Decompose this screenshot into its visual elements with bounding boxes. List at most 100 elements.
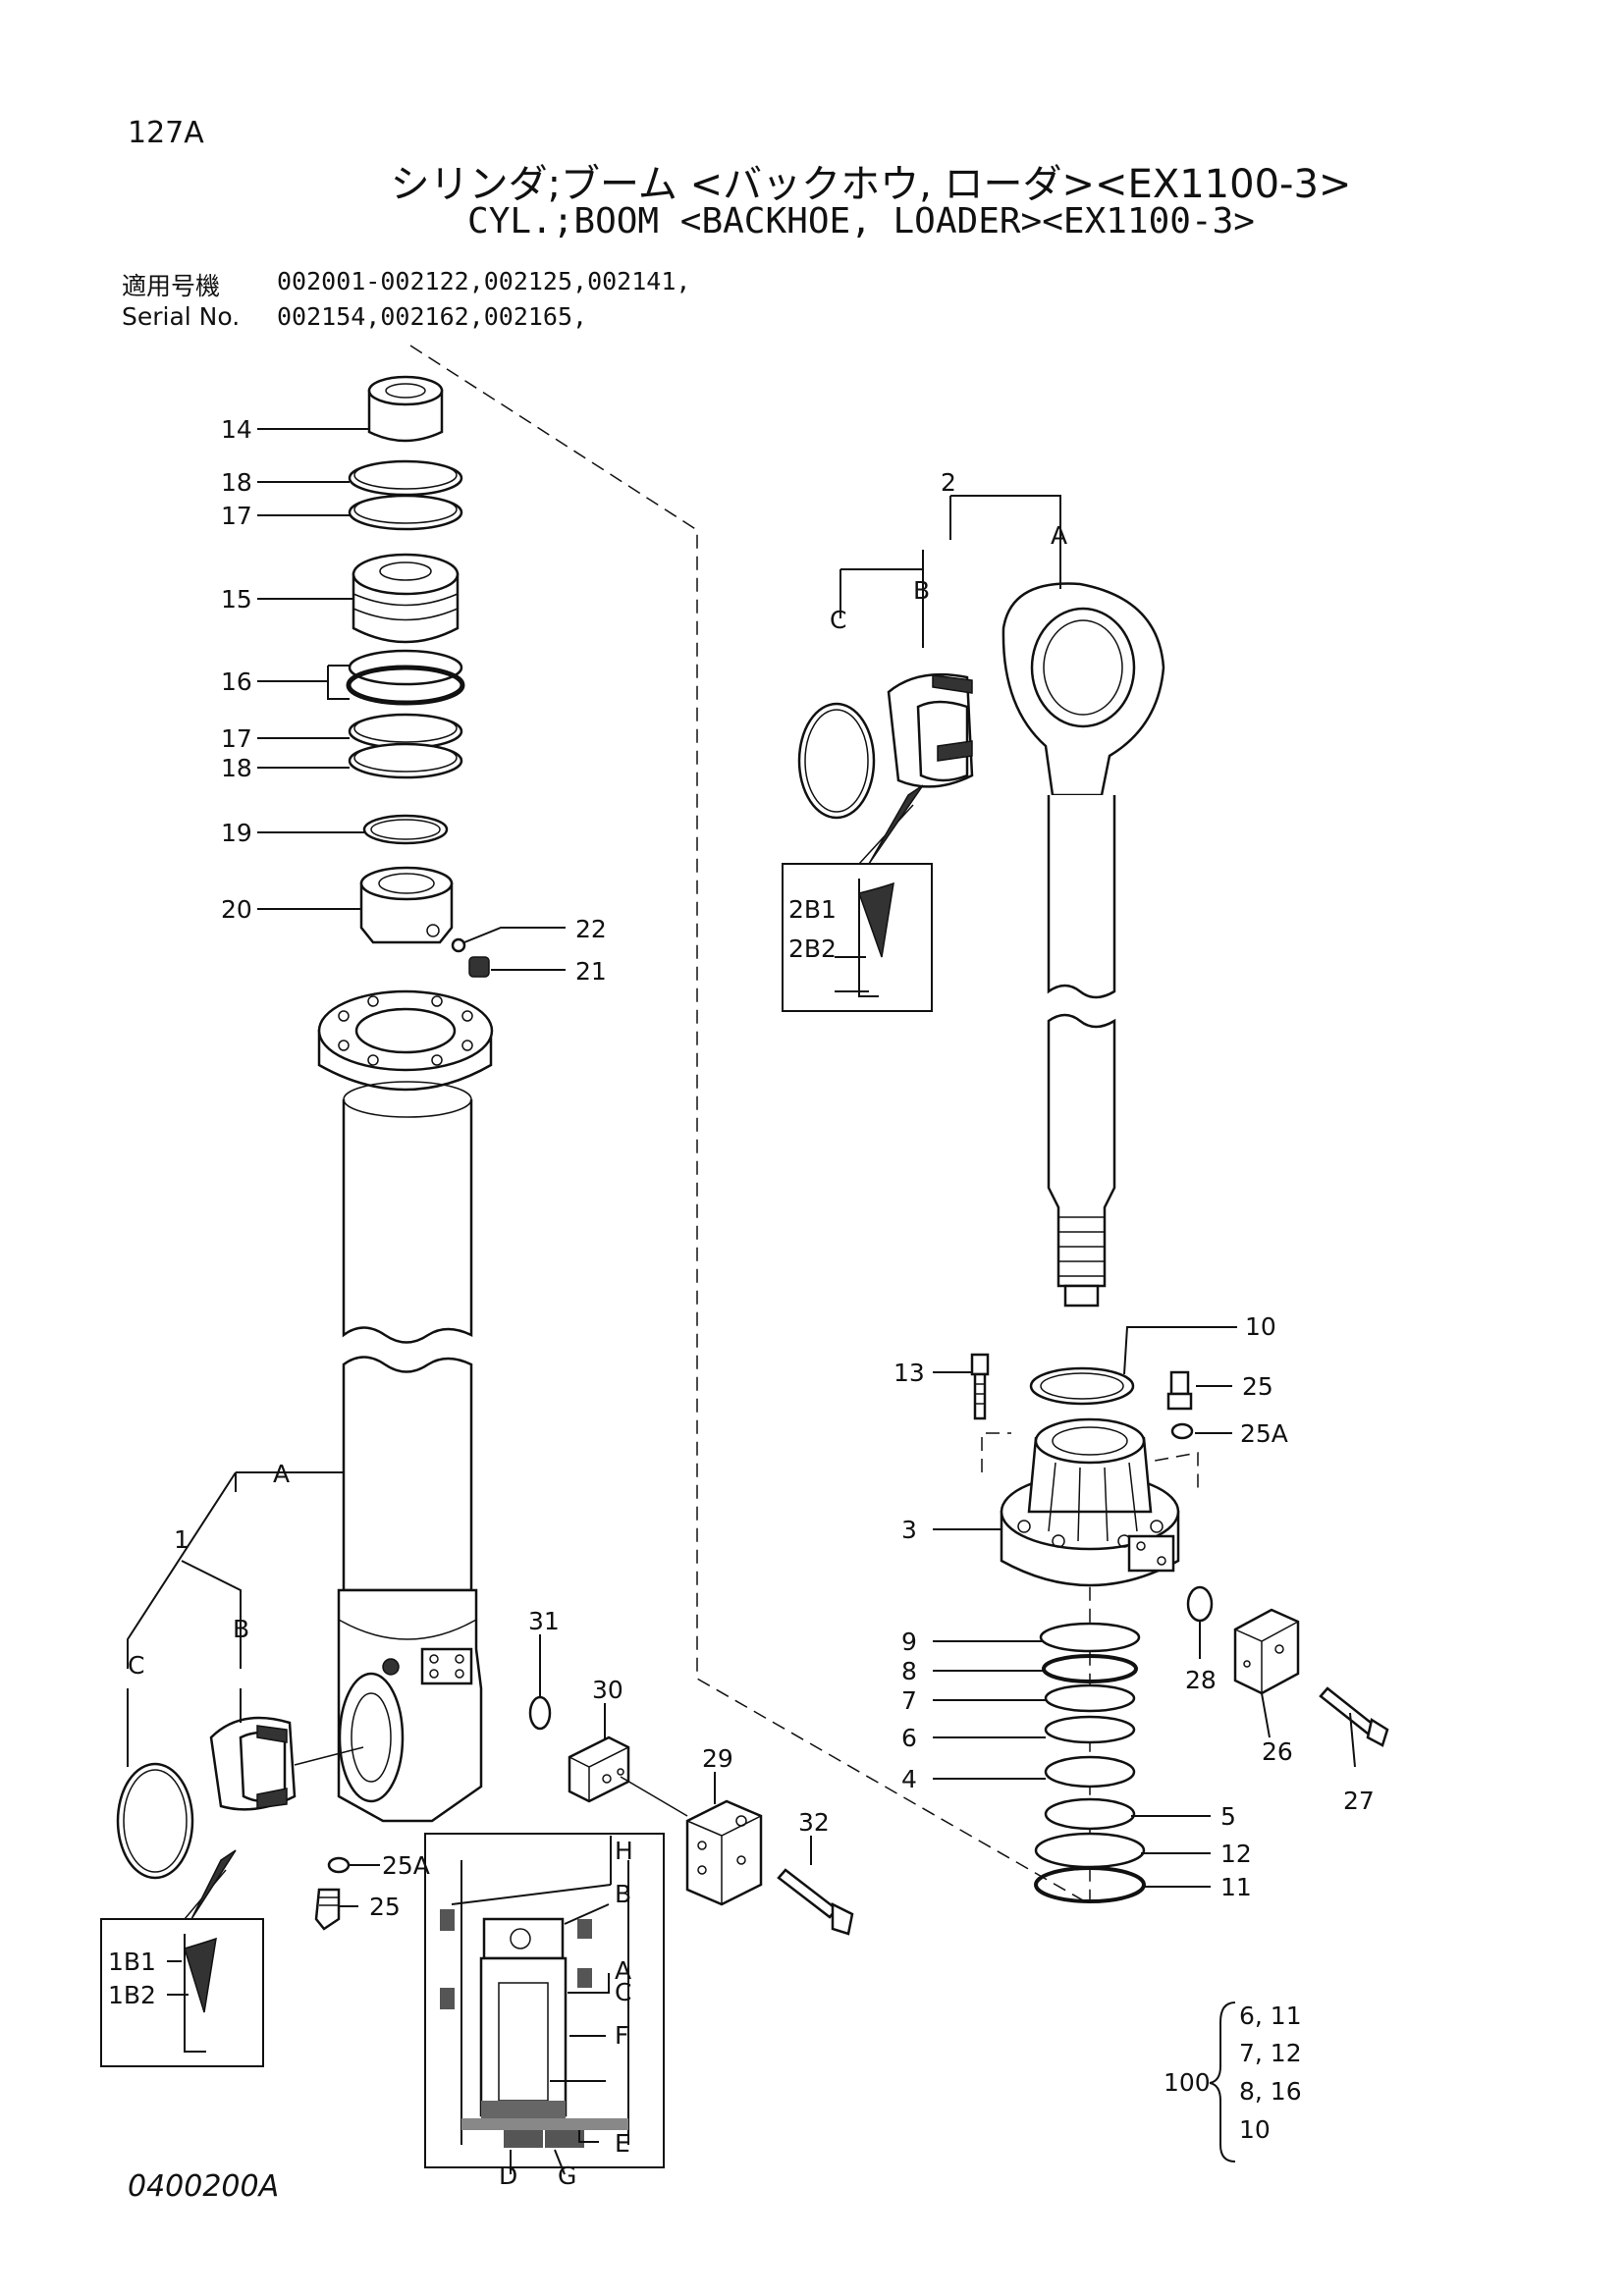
part-19-washer [362, 814, 449, 845]
part-28-oring [1186, 1585, 1214, 1623]
callout-1C: C [128, 1651, 144, 1680]
part-1B-spherical-bushing [209, 1716, 364, 1811]
part-2A-piston-rod-eye [1001, 582, 1165, 797]
part-2B-spherical-bushing [887, 672, 974, 788]
callout-1B2: 1B2 [108, 1981, 156, 2009]
callout-2: 2 [941, 468, 956, 497]
callout-2A: A [1051, 521, 1067, 550]
piston-rod-upper [1047, 795, 1116, 999]
leader-lines [127, 428, 1356, 2175]
callout-7: 7 [901, 1686, 917, 1715]
title-english: CYL.;BOOM <BACKHOE, LOADER><EX1100-3> [467, 201, 1255, 241]
callout-22: 22 [575, 915, 607, 943]
cylinder-tube-lower [342, 1356, 473, 1592]
callout-16: 16 [221, 667, 252, 696]
part-26-block [1233, 1608, 1300, 1695]
callout-2B2: 2B2 [788, 934, 837, 963]
callout-labels: 14 18 17 15 16 17 18 19 20 22 21 2 A B C… [108, 415, 1375, 2190]
callout-25-right: 25 [1242, 1372, 1273, 1401]
part-25-fitting-right [1166, 1370, 1193, 1411]
callout-1: 1 [174, 1525, 189, 1554]
callout-20: 20 [221, 895, 252, 924]
detail-label-B: B [615, 1880, 631, 1908]
callout-13: 13 [893, 1359, 925, 1387]
callout-9: 9 [901, 1628, 917, 1656]
part-10-ring [1029, 1366, 1135, 1406]
callout-25-left: 25 [369, 1893, 401, 1921]
title-japanese: シリンダ;ブーム <バックホウ, ローダ><EX1100-3> [390, 162, 1352, 207]
callout-18-top: 18 [221, 468, 252, 497]
part-18-ring-top [348, 459, 463, 497]
part-22-ball [451, 937, 466, 953]
serial-label-english: Serial No. [122, 302, 241, 331]
detail-2B-callout-box [782, 784, 933, 1012]
seal-kit-row-3: 8, 16 [1239, 2077, 1302, 2106]
piston-rod-lower [1047, 1013, 1116, 1308]
part-25A-oring-right [1170, 1422, 1194, 1440]
part-13-bolt [970, 1353, 990, 1420]
part-17-ring-top [348, 494, 463, 531]
seal-kit-row-1: 6, 11 [1239, 2002, 1302, 2030]
part-15-piston-drawing [352, 553, 460, 644]
assembly-guide-line [409, 345, 1199, 1906]
seal-kit-group: 100 6, 11 7, 12 8, 16 10 [1164, 2002, 1302, 2163]
serial-label-japanese: 適用号機 [122, 272, 221, 300]
callout-4: 4 [901, 1765, 917, 1793]
part-14-bushing-drawing [367, 375, 444, 443]
part-29-valve-block [685, 1799, 763, 1906]
callout-28: 28 [1185, 1666, 1217, 1694]
part-25-fitting-left [314, 1888, 341, 1931]
callout-30: 30 [592, 1676, 623, 1704]
callout-18-bottom: 18 [221, 754, 252, 782]
part-3-rod-cover [1000, 1417, 1180, 1587]
callout-14: 14 [221, 415, 252, 444]
part-16-seal-ring [346, 649, 465, 706]
callout-32: 32 [798, 1808, 830, 1837]
detail-label-G: G [558, 2162, 576, 2190]
cylinder-tube-upper [342, 1081, 473, 1344]
callout-2C: C [830, 606, 846, 634]
callout-17-top: 17 [221, 502, 252, 530]
part-25A-oring-left [327, 1856, 351, 1874]
part-20-nut-drawing [359, 866, 454, 944]
detail-label-A: A [615, 1956, 631, 1985]
callout-8: 8 [901, 1657, 917, 1685]
rod-cover-seal-stack [1034, 1622, 1146, 1903]
callout-25A-left: 25A [382, 1851, 430, 1880]
detail-label-H: H [615, 1837, 633, 1865]
part-31-oring [528, 1695, 552, 1731]
serial-numbers-line-1: 002001-002122,002125,002141, [277, 267, 691, 295]
callout-29: 29 [702, 1744, 733, 1773]
cylinder-head-flange [317, 989, 494, 1092]
callout-6: 6 [901, 1724, 917, 1752]
seal-kit-brace [1209, 2002, 1236, 2163]
detail-label-E: E [615, 2129, 630, 2158]
part-1C-snap-ring [116, 1762, 194, 1880]
seal-kit-row-4: 10 [1239, 2115, 1271, 2144]
section-detail-box [424, 1833, 665, 2168]
callout-27: 27 [1343, 1787, 1375, 1815]
callout-5: 5 [1220, 1802, 1236, 1831]
serial-numbers-line-2: 002154,002162,002165, [277, 302, 588, 331]
callout-2B: B [913, 576, 930, 605]
detail-label-D: D [499, 2162, 517, 2190]
page-number: 127A [128, 116, 204, 150]
callout-19: 19 [221, 819, 252, 847]
detail-label-C: C [615, 1978, 631, 2006]
callout-10: 10 [1245, 1312, 1276, 1341]
part-32-bolt [777, 1868, 854, 1936]
callout-17-bottom: 17 [221, 724, 252, 753]
callout-12: 12 [1220, 1840, 1252, 1868]
callout-11: 11 [1220, 1873, 1252, 1901]
detail-label-F: F [615, 2021, 628, 2050]
cylinder-bottom-clevis [337, 1588, 483, 1823]
callout-2B1: 2B1 [788, 895, 837, 924]
callout-15: 15 [221, 585, 252, 614]
callout-1B: B [233, 1615, 249, 1643]
part-2C-snap-ring [797, 702, 876, 820]
part-27-bolt [1319, 1686, 1389, 1747]
drawing-code: 0400200A [128, 2169, 280, 2204]
detail-1B-callout-box [100, 1849, 264, 2067]
callout-1B1: 1B1 [108, 1948, 156, 1976]
